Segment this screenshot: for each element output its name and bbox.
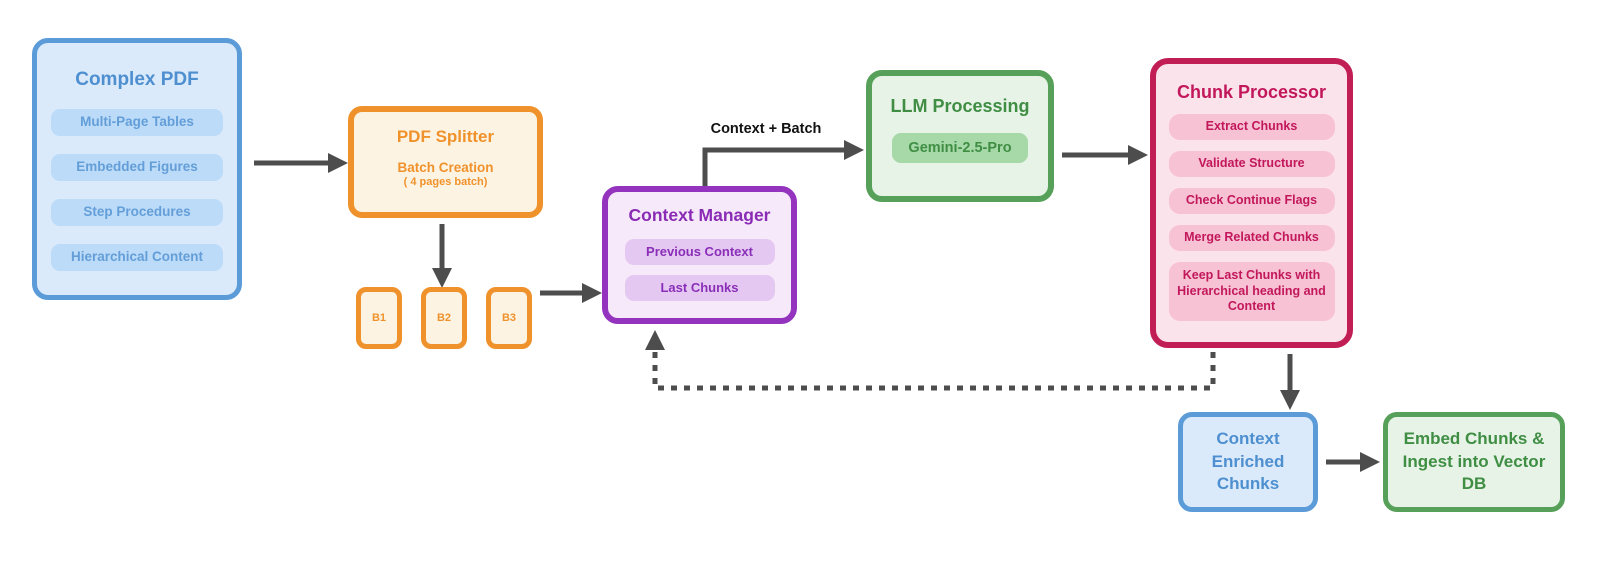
node-complex-pdf: Complex PDF Multi-Page Tables Embedded F… [32, 38, 242, 300]
complex-pdf-item-multi-page-tables: Multi-Page Tables [51, 109, 223, 136]
complex-pdf-item-embedded-figures: Embedded Figures [51, 154, 223, 181]
chunk-processor-item-merge-related-chunks: Merge Related Chunks [1168, 225, 1335, 251]
context-manager-title: Context Manager [628, 205, 771, 225]
llm-model-pill: Gemini-2.5-Pro [892, 133, 1028, 163]
pdf-splitter-subtitle: Batch Creation [397, 160, 494, 175]
node-embed-chunks-vector-db: Embed Chunks & Ingest into Vector DB [1383, 412, 1565, 512]
node-context-enriched-chunks: Context Enriched Chunks [1178, 412, 1318, 512]
batch-b3: B3 [486, 287, 532, 349]
llm-processing-title: LLM Processing [890, 96, 1030, 116]
pdf-splitter-title: PDF Splitter [396, 127, 495, 146]
complex-pdf-item-step-procedures: Step Procedures [51, 199, 223, 226]
node-pdf-splitter: PDF Splitter Batch Creation ( 4 pages ba… [348, 106, 543, 218]
batch-b2: B2 [421, 287, 467, 349]
complex-pdf-title: Complex PDF [75, 69, 199, 90]
chunk-processor-item-extract-chunks: Extract Chunks [1168, 114, 1335, 140]
dashed-feedback-arrowhead [645, 330, 665, 350]
context-batch-edge-label: Context + Batch [710, 121, 822, 137]
batch-b1: B1 [356, 287, 402, 349]
context-manager-item-last-chunks: Last Chunks [624, 275, 775, 301]
arrow-context-manager-to-llm [702, 140, 864, 186]
chunk-processor-item-check-continue-flags: Check Continue Flags [1168, 188, 1335, 214]
node-chunk-processor: Chunk Processor Extract Chunks Validate … [1150, 58, 1353, 348]
complex-pdf-item-hierarchical-content: Hierarchical Content [51, 244, 223, 271]
node-llm-processing: LLM Processing Gemini-2.5-Pro [866, 70, 1054, 202]
chunk-processor-title: Chunk Processor [1176, 82, 1327, 102]
context-manager-item-previous-context: Previous Context [624, 239, 775, 265]
node-context-manager: Context Manager Previous Context Last Ch… [602, 186, 797, 324]
pdf-splitter-note: ( 4 pages batch) [403, 176, 488, 188]
dashed-feedback-chunk-processor-to-context-manager [652, 352, 1216, 391]
chunk-processor-item-keep-last-chunks: Keep Last Chunks with Hierarchical headi… [1168, 262, 1335, 321]
chunk-processor-item-validate-structure: Validate Structure [1168, 151, 1335, 177]
